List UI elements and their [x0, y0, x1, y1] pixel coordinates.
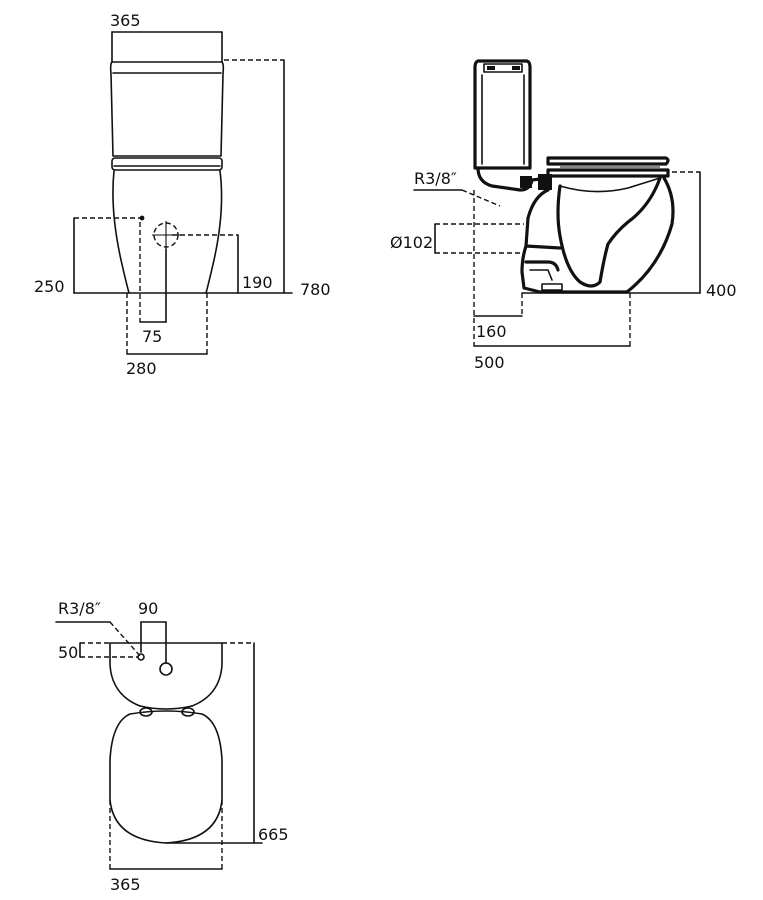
dim-inlet-height: 190 — [242, 273, 273, 292]
dim-width-top: 365 — [110, 11, 141, 30]
dim-length: 665 — [258, 825, 289, 844]
top-view: R3/8″ 90 50 665 365 — [55, 599, 289, 894]
side-view-dimensions — [413, 171, 701, 347]
dim-outlet-setback: 160 — [476, 322, 507, 341]
dim-base-width: 280 — [126, 359, 157, 378]
dim-inlet-offset: 90 — [138, 599, 158, 618]
dim-side-thread: R3/8″ — [414, 169, 457, 188]
front-view-dimensions — [73, 31, 293, 355]
dim-inlet-setback: 50 — [58, 643, 78, 662]
dim-top-thread: R3/8″ — [58, 599, 101, 618]
side-view: R3/8″ Ø102 400 160 500 — [390, 59, 737, 372]
dim-outlet-diameter: Ø102 — [390, 233, 433, 252]
dim-height-total: 780 — [300, 280, 331, 299]
front-view-outline — [73, 61, 237, 294]
front-view: 365 780 190 250 75 280 — [34, 11, 331, 378]
dim-outlet-offset: 75 — [142, 327, 162, 346]
top-view-dimensions — [55, 621, 263, 870]
top-view-outline — [109, 642, 223, 844]
dim-outlet-height: 250 — [34, 277, 65, 296]
dim-depth: 500 — [474, 353, 505, 372]
side-view-outline — [473, 59, 701, 294]
dim-rim-height: 400 — [706, 281, 737, 300]
dim-width-bottom: 365 — [110, 875, 141, 894]
